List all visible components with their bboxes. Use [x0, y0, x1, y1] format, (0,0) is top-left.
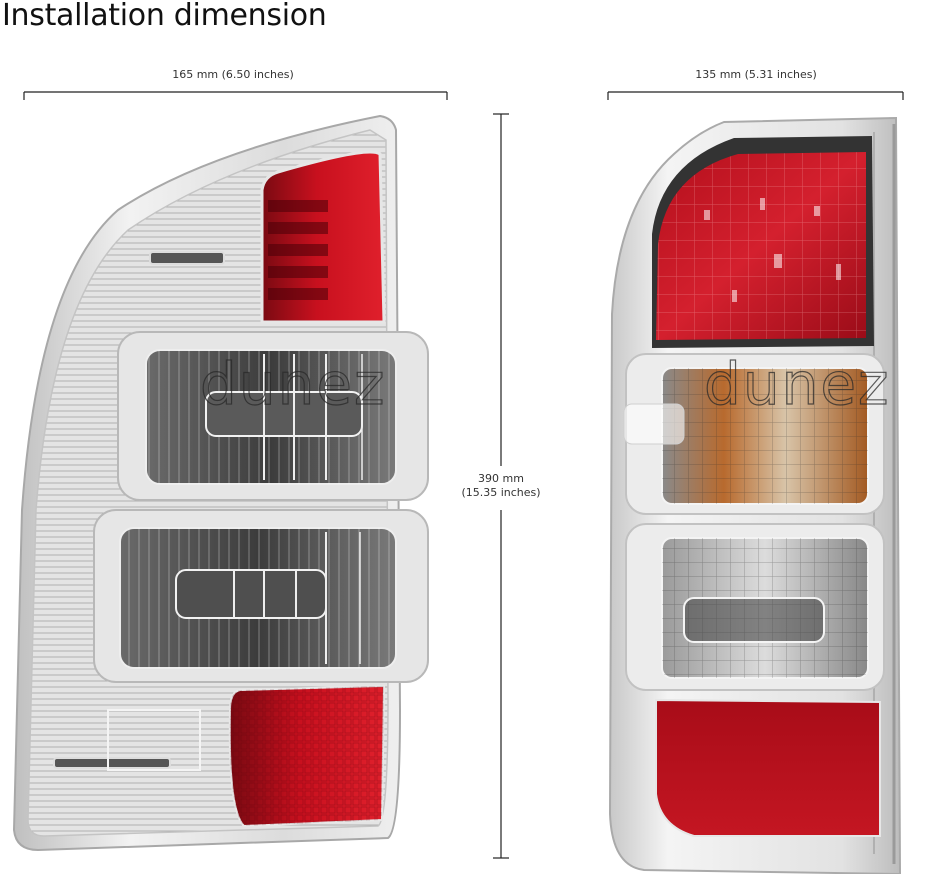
height-label: 390 mm (15.35 inches): [452, 472, 550, 500]
height-label-inches: (15.35 inches): [461, 486, 541, 499]
width-label-right: 135 mm (5.31 inches): [695, 68, 817, 81]
height-label-mm: 390 mm: [478, 472, 524, 485]
width-label-left: 165 mm (6.50 inches): [172, 68, 294, 81]
width-dimension-line-right: [607, 91, 904, 100]
tail-lamp-left: [8, 110, 448, 870]
width-dimension-line-left: [23, 91, 448, 100]
tail-lamp-right: [604, 114, 914, 874]
height-dimension-line: [493, 113, 509, 859]
page-title: Installation dimension: [2, 0, 327, 33]
